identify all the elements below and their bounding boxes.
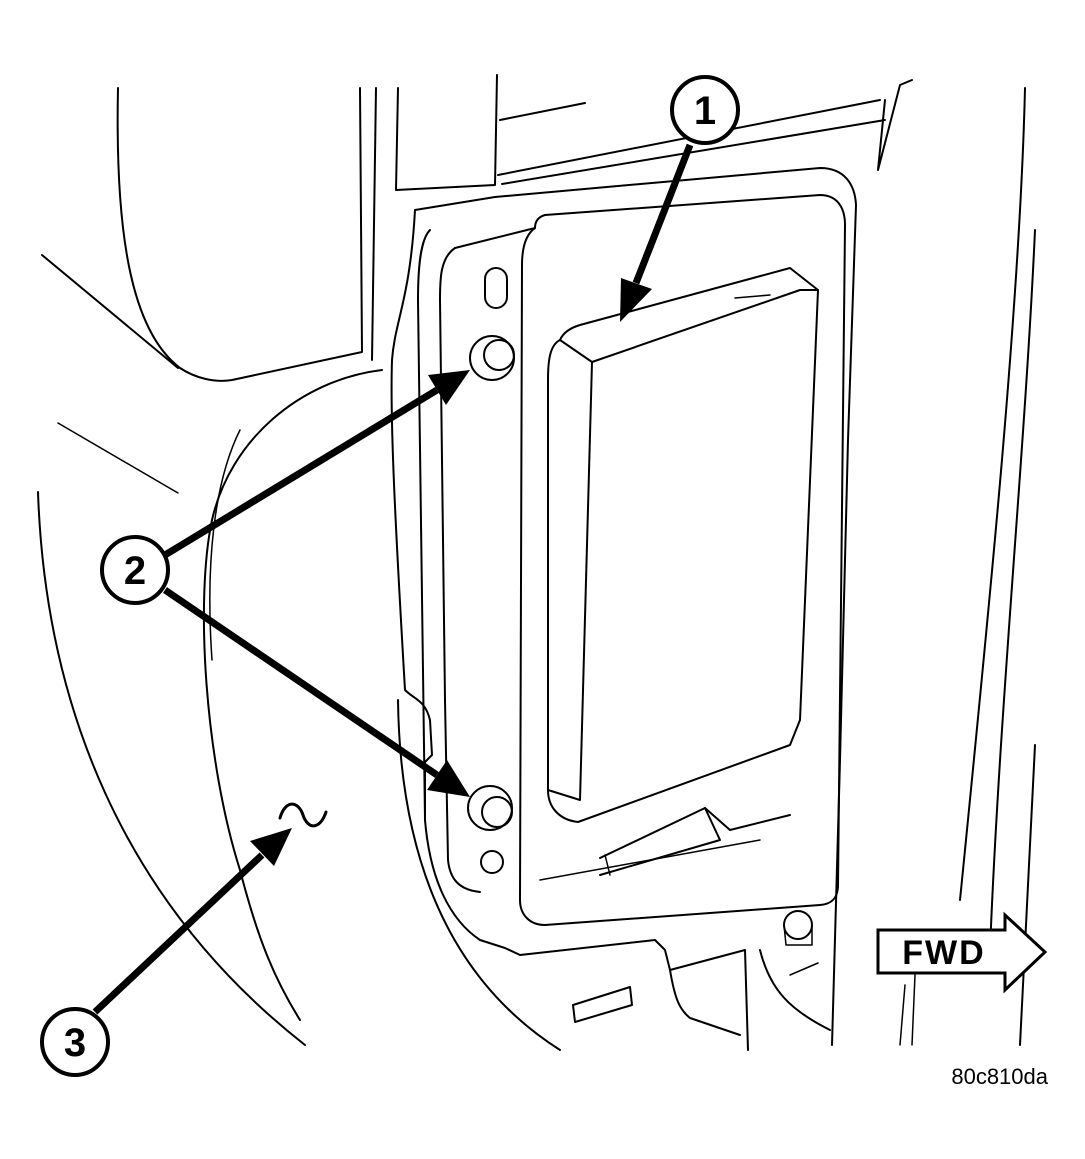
fastener-lower: [467, 785, 513, 831]
callout-1: 1: [670, 75, 740, 145]
leader-arrow-2-lower: [163, 587, 470, 797]
fastener-upper: [469, 335, 515, 381]
leader-arrow-2-upper: [163, 370, 470, 558]
figure-id: 80c810da: [951, 1064, 1048, 1089]
callout-2-label: 2: [124, 549, 146, 593]
leader-arrow-1: [620, 143, 694, 322]
line-art: [37, 74, 1036, 1051]
callout-3: 3: [40, 1007, 110, 1077]
callout-1-label: 1: [694, 89, 716, 133]
forward-direction-label: FWD: [902, 934, 985, 972]
forward-direction-arrow: FWD: [876, 911, 1048, 994]
leader-arrow-3: [92, 828, 292, 1015]
callout-2: 2: [100, 535, 170, 605]
callout-3-label: 3: [64, 1021, 86, 1065]
location-mark: [278, 802, 328, 828]
